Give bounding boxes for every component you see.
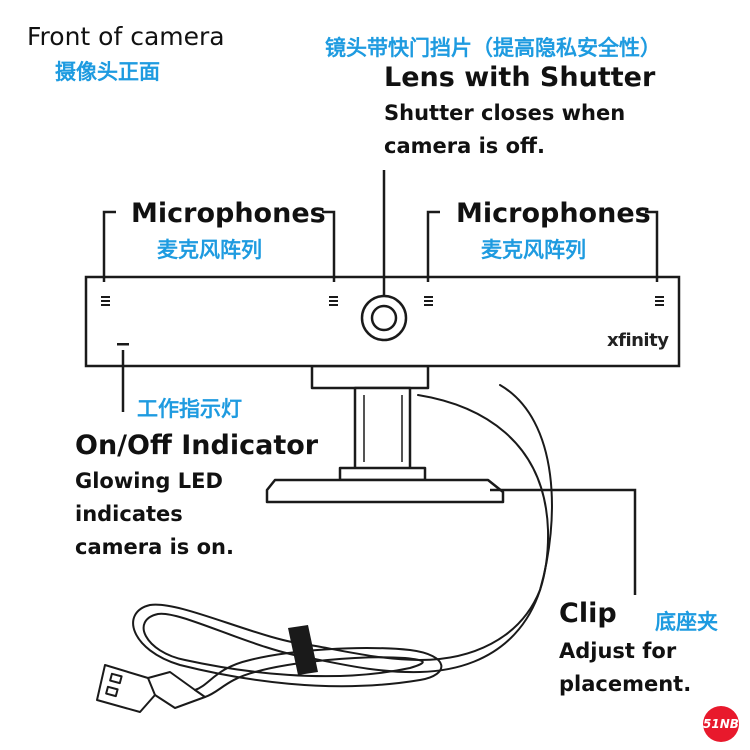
usb-port-slot-2 [105,685,119,698]
callout-mic-left-2 [322,210,336,282]
mic-left-label-cn: 麦克风阵列 [157,238,262,262]
lens-heading: Lens with Shutter [384,62,656,93]
cable-coil-2 [142,612,424,698]
cable-coil [132,603,443,691]
title-label-cn: 摄像头正面 [55,60,160,84]
callout-clip [490,488,637,595]
indicator-heading: On/Off Indicator [75,430,319,461]
indicator-desc-line-2: indicates [75,502,183,526]
indicator-description: Glowing LED indicates camera is on. [75,465,234,564]
usb-plug-body [147,671,206,709]
lens-description: Shutter closes when camera is off. [384,97,625,163]
lens-desc-line-2: camera is off. [384,134,546,158]
clip-description: Adjust for placement. [559,635,691,701]
watermark-badge: 51NB [703,706,739,742]
clip-heading: Clip [559,598,617,629]
mic-right-label-cn: 麦克风阵列 [481,238,586,262]
indicator-desc-line-3: camera is on. [75,535,234,559]
indicator-label-cn: 工作指示灯 [137,397,242,421]
cable-strap [288,625,318,675]
lens-inner [370,304,398,332]
clip-desc-line-2: placement. [559,672,692,696]
clip-desc-line-1: Adjust for [559,639,677,663]
usb-cable-outer [309,394,550,674]
mic-left-heading: Microphones [131,198,326,229]
mic-grille-icons [101,296,664,306]
mic-right-heading: Microphones [456,198,651,229]
stand-neck-top [310,364,430,390]
led-indicator [117,343,129,346]
xfinity-logo: xfinity [607,330,669,351]
usb-port-slot-1 [109,672,123,685]
lens-label-cn: 镜头带快门挡片（提高隐私安全性） [325,36,661,60]
clip-label-cn: 底座夹 [655,610,718,634]
title-label: Front of camera [27,22,225,51]
callout-mic-right [426,210,440,282]
callout-mic-right-2 [645,210,659,282]
stand-joint [338,466,427,482]
usb-plug-head [96,664,156,713]
usb-cable [309,384,553,661]
lens-desc-line-1: Shutter closes when [384,101,626,125]
callout-mic-left [102,210,116,282]
indicator-desc-line-1: Glowing LED [75,469,223,493]
clip-base [265,478,505,504]
